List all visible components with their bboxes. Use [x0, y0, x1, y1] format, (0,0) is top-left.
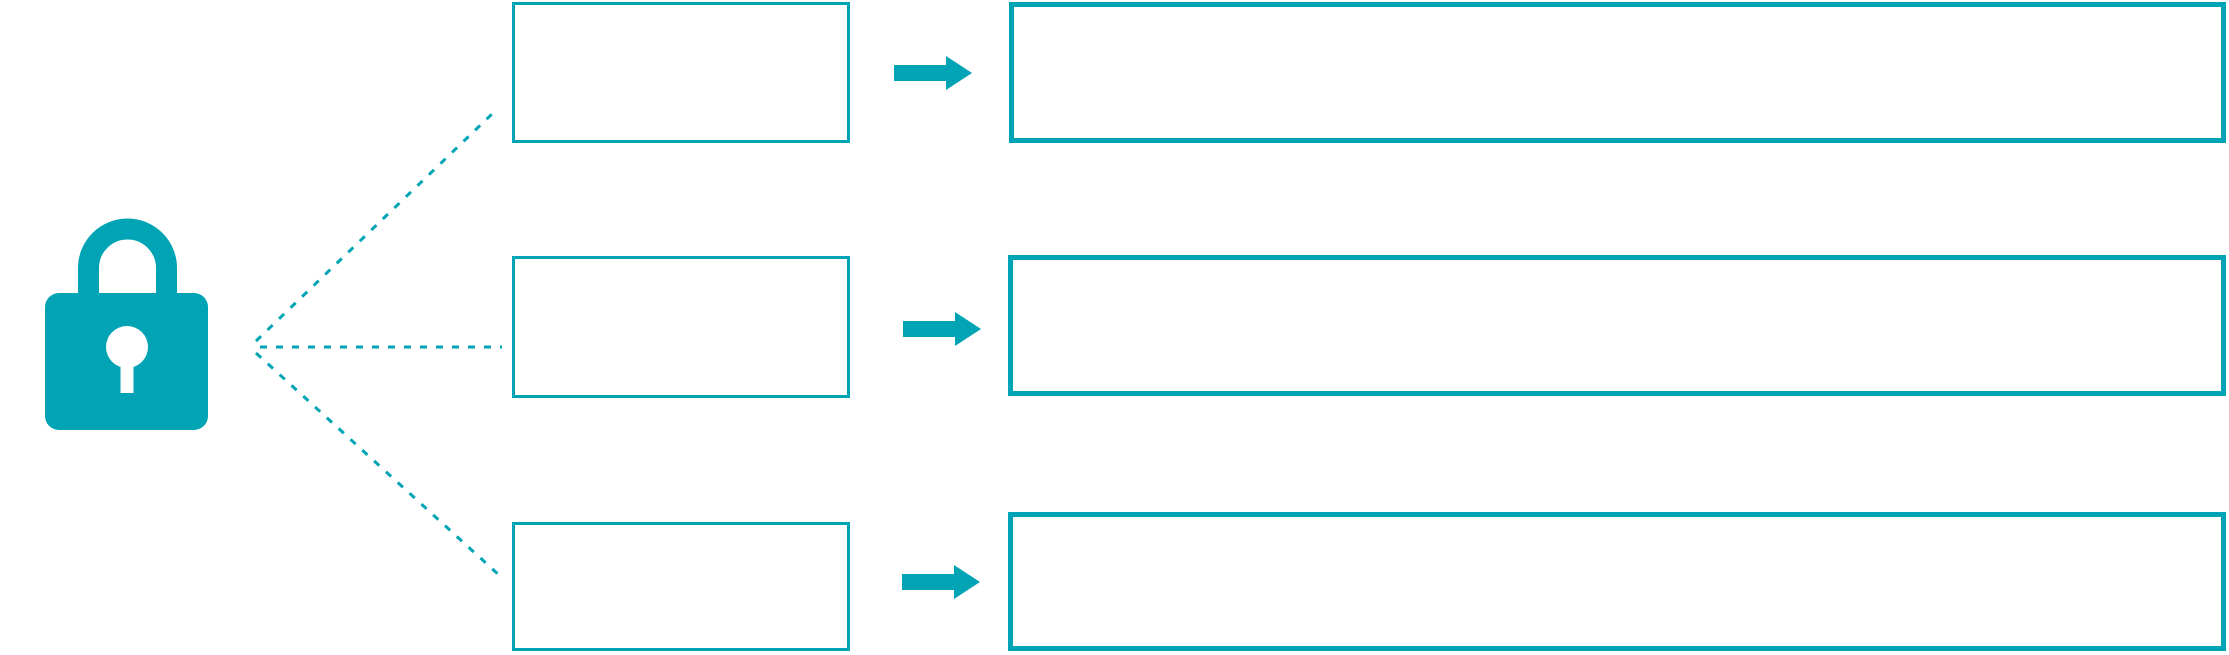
dotted-connector-bottom	[254, 351, 501, 577]
result-box-3	[1008, 512, 2226, 651]
arrow-right-icon	[902, 565, 980, 599]
dotted-connector-top	[254, 112, 494, 343]
lock-icon	[45, 218, 208, 430]
result-box-2	[1008, 255, 2226, 396]
branch-box-2	[512, 256, 850, 398]
result-box-1	[1009, 2, 2226, 143]
arrow-right-icon	[894, 56, 972, 90]
branch-box-1	[512, 2, 850, 143]
arrow-right-icon	[903, 312, 981, 346]
branch-box-3	[512, 522, 850, 651]
